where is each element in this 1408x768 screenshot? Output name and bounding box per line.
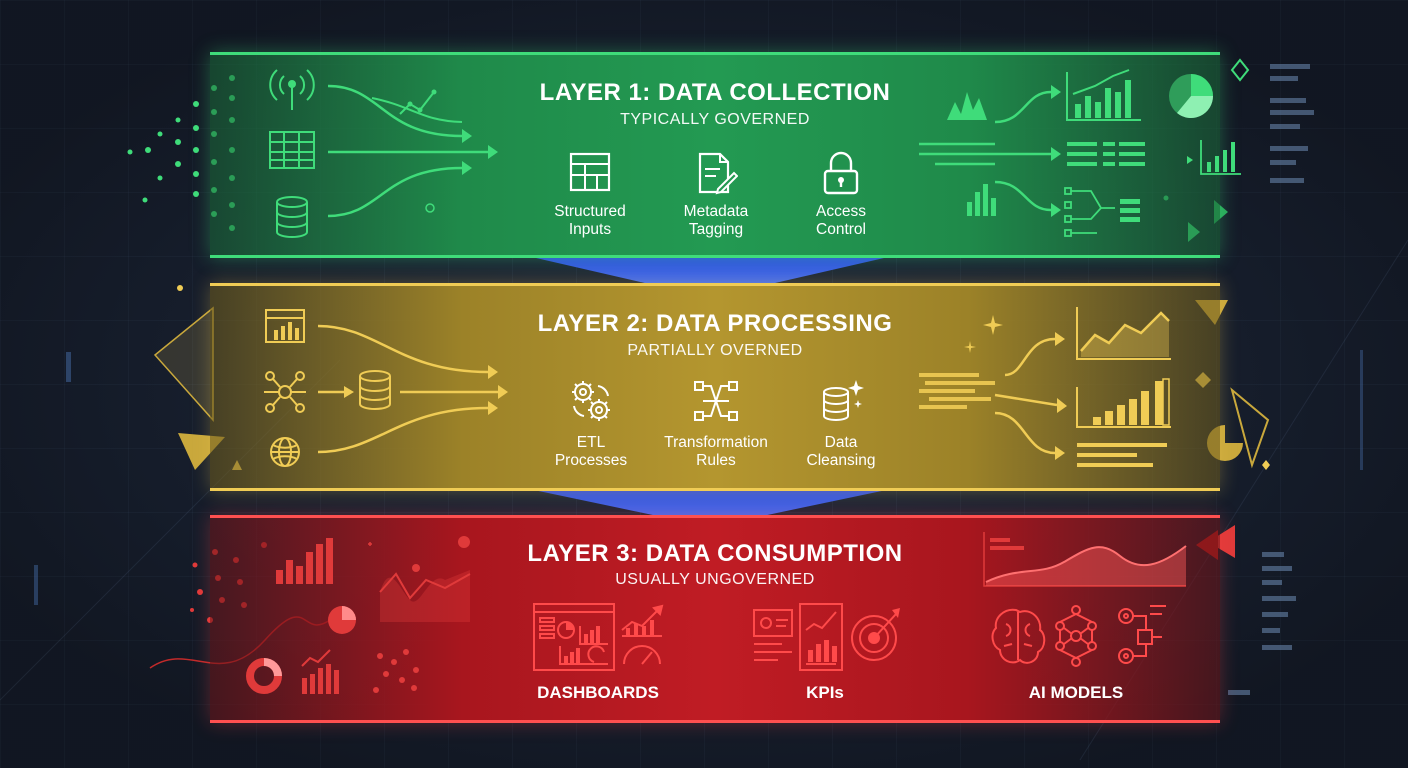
pie-chart-icon — [328, 606, 356, 634]
bar-growth-icon — [1076, 378, 1171, 428]
antenna-icon — [269, 69, 315, 110]
layer-2-outputs — [919, 307, 1171, 467]
connector-1-2 — [510, 252, 910, 298]
text-rows-icon — [1077, 443, 1167, 467]
layer-2-input-sources — [264, 309, 508, 467]
feature-transformation-rules: Transformation Rules — [641, 376, 791, 470]
layer-3-subtitle: USUALLY UNGOVERNED — [615, 571, 815, 588]
feature-metadata-tagging: Metadata Tagging — [641, 151, 791, 239]
dashboard-icon — [533, 603, 664, 671]
mini-bar-chart-icon — [301, 649, 339, 694]
database-icon — [276, 196, 308, 238]
feature-etl-processes: ETL Processes — [516, 376, 666, 470]
feature-label: Transformation Rules — [664, 434, 768, 469]
database-icon — [359, 370, 391, 410]
transformation-nodes-icon — [694, 381, 738, 421]
connector-2-3 — [510, 485, 910, 527]
padlock-icon — [823, 151, 859, 195]
output-dashboards-label: DASHBOARDS — [537, 683, 659, 702]
network-hub-icon — [264, 371, 306, 413]
chart-window-icon — [265, 309, 305, 343]
network-nodes-icon — [1064, 187, 1115, 237]
scatter-dots — [373, 649, 419, 693]
layer-1-title: LAYER 1: DATA COLLECTION — [539, 79, 891, 106]
globe-icon — [270, 437, 300, 467]
bar-chart-icon — [276, 538, 333, 584]
donut-chart-icon — [246, 658, 282, 694]
kpi-target-icon — [753, 603, 900, 671]
feature-label: Metadata Tagging — [683, 203, 749, 238]
feature-label: Data Cleansing — [806, 434, 876, 469]
table-icon — [269, 131, 315, 169]
data-rows-icon — [1067, 142, 1145, 166]
feature-data-cleansing: Data Cleansing — [766, 376, 916, 470]
data-stream-lines — [919, 373, 995, 409]
layer-1-subtitle: TYPICALLY GOVERNED — [620, 111, 810, 128]
layer-2-subtitle: PARTIALLY OVERNED — [627, 342, 803, 359]
right-text-lines-deco — [1228, 64, 1314, 695]
layer-2-band: LAYER 2: DATA PROCESSING PARTIALLY OVERN… — [210, 283, 1220, 491]
ai-brain-icon — [991, 605, 1166, 667]
output-kpis-label: KPIs — [806, 683, 844, 702]
layer-3-input-visuals — [246, 536, 471, 694]
feature-label: Access Control — [816, 203, 866, 238]
area-chart-icon — [1076, 307, 1171, 360]
database-sparkle-icon — [823, 380, 864, 421]
output-ai-models-label: AI MODELS — [1028, 683, 1124, 702]
form-grid-icon — [569, 152, 611, 192]
bar-chart-icon — [1066, 69, 1141, 121]
layer-3-title: LAYER 3: DATA CONSUMPTION — [527, 540, 903, 567]
feature-label: Structured Inputs — [554, 203, 626, 238]
layer-3-trend-chart — [983, 532, 1187, 587]
feature-label: ETL Processes — [554, 434, 628, 469]
layer-1-input-sources — [269, 69, 498, 238]
layer-1-outputs — [919, 69, 1241, 237]
document-edit-icon — [698, 152, 738, 195]
pie-chart-icon — [1169, 74, 1213, 119]
feature-structured-inputs: Structured Inputs — [515, 151, 665, 239]
gears-icon — [572, 381, 610, 421]
layer-2-title: LAYER 2: DATA PROCESSING — [537, 310, 893, 337]
feature-access-control: Access Control — [766, 151, 916, 239]
